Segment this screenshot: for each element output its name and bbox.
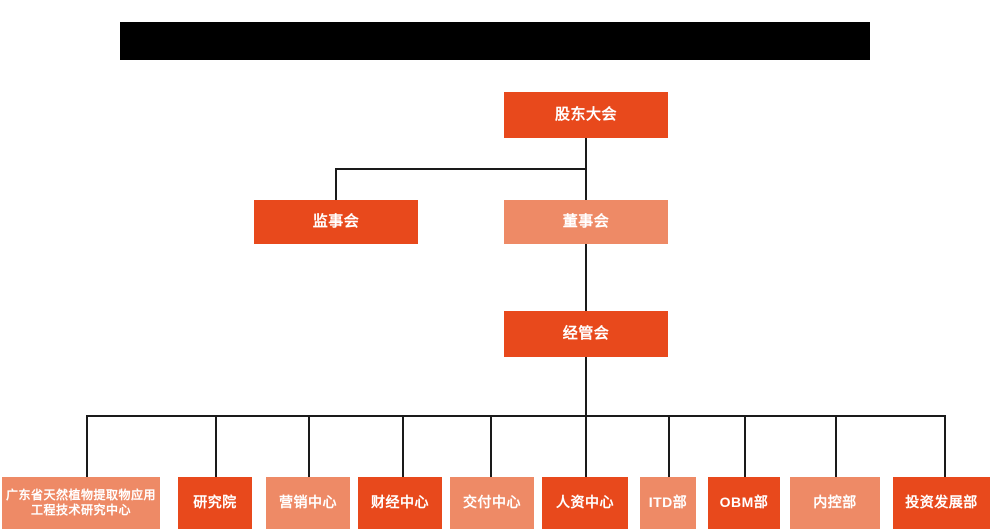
org-node-label: 投资发展部: [905, 494, 978, 511]
org-node-label: 营销中心: [279, 494, 337, 511]
org-node-label: 广东省天然植物提取物应用工程技术研究中心: [5, 488, 156, 517]
connector-drop-marketing: [308, 415, 310, 477]
connector-drop-delivery: [490, 415, 492, 477]
org-node-label: 经管会: [562, 324, 610, 342]
org-node-label: 董事会: [562, 212, 610, 230]
connector-level4-bus: [86, 415, 946, 417]
org-node-research-center[interactable]: 广东省天然植物提取物应用工程技术研究中心: [2, 477, 160, 529]
connector-management-stem: [585, 357, 587, 416]
connector-drop-institute: [215, 415, 217, 477]
org-node-institute[interactable]: 研究院: [178, 477, 252, 529]
connector-drop-supervisors: [335, 168, 337, 201]
org-node-marketing[interactable]: 营销中心: [266, 477, 350, 529]
org-node-label: 监事会: [312, 212, 360, 230]
org-node-label: 内控部: [813, 494, 857, 511]
connector-drop-itd: [668, 415, 670, 477]
connector-drop-obm: [744, 415, 746, 477]
connector-drop-research-center: [86, 415, 88, 477]
org-node-directors[interactable]: 董事会: [504, 200, 668, 244]
org-node-label: 交付中心: [463, 494, 521, 511]
connector-directors-to-management: [585, 243, 587, 311]
org-node-label: 财经中心: [371, 494, 429, 511]
org-node-supervisors[interactable]: 监事会: [254, 200, 418, 244]
org-node-label: OBM部: [719, 494, 769, 511]
connector-shareholders-stem: [585, 137, 587, 170]
connector-drop-internal-control: [835, 415, 837, 477]
org-node-management[interactable]: 经管会: [504, 311, 668, 357]
org-node-investment[interactable]: 投资发展部: [893, 477, 990, 529]
org-node-finance[interactable]: 财经中心: [358, 477, 442, 529]
connector-drop-finance: [402, 415, 404, 477]
org-node-delivery[interactable]: 交付中心: [450, 477, 534, 529]
org-node-internal-control[interactable]: 内控部: [790, 477, 880, 529]
org-node-label: 人资中心: [556, 494, 614, 511]
connector-drop-hr: [585, 415, 587, 477]
org-node-label: 研究院: [193, 494, 237, 511]
org-node-itd[interactable]: ITD部: [640, 477, 696, 529]
org-node-label: 股东大会: [554, 105, 617, 123]
org-node-shareholders[interactable]: 股东大会: [504, 92, 668, 138]
org-node-label: ITD部: [648, 494, 688, 511]
org-node-obm[interactable]: OBM部: [708, 477, 780, 529]
connector-drop-investment: [944, 415, 946, 477]
connector-drop-directors: [585, 168, 587, 201]
connector-level2-bus: [335, 168, 587, 170]
redacted-title-bar: [120, 22, 870, 60]
org-node-hr[interactable]: 人资中心: [542, 477, 628, 529]
